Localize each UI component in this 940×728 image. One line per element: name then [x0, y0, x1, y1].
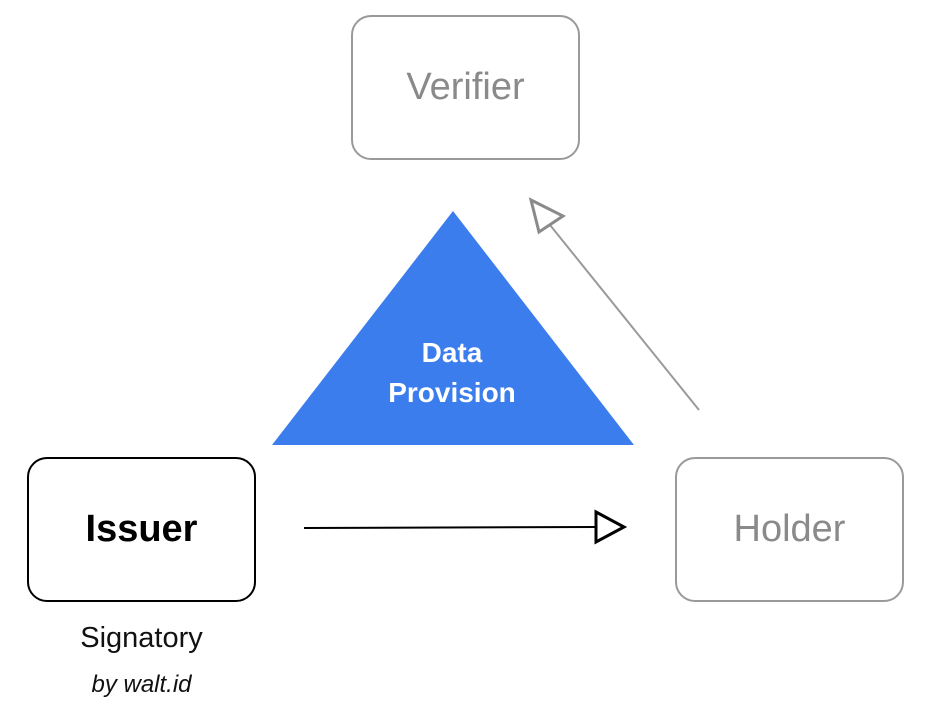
data-provision-triangle — [272, 211, 634, 445]
data-provision-line-1: Data — [421, 337, 483, 368]
issuer-label: Issuer — [85, 508, 198, 550]
data-provision-label: Data Provision — [352, 333, 552, 413]
verifier-label: Verifier — [406, 66, 525, 108]
holder-node: Holder — [675, 457, 904, 602]
issuer-byline: by walt.id — [91, 671, 192, 698]
holder-to-verifier-arrow-line — [549, 224, 700, 411]
holder-to-verifier-arrowhead — [528, 197, 566, 235]
issuer-role-caption: Signatory — [80, 622, 203, 654]
data-provision-line-2: Provision — [388, 377, 516, 408]
issuer-to-holder-arrowhead — [594, 509, 628, 545]
verifier-node: Verifier — [351, 15, 580, 160]
issuer-node: Issuer — [27, 457, 256, 602]
issuer-to-holder-arrow-line — [303, 526, 597, 529]
holder-label: Holder — [733, 508, 846, 550]
